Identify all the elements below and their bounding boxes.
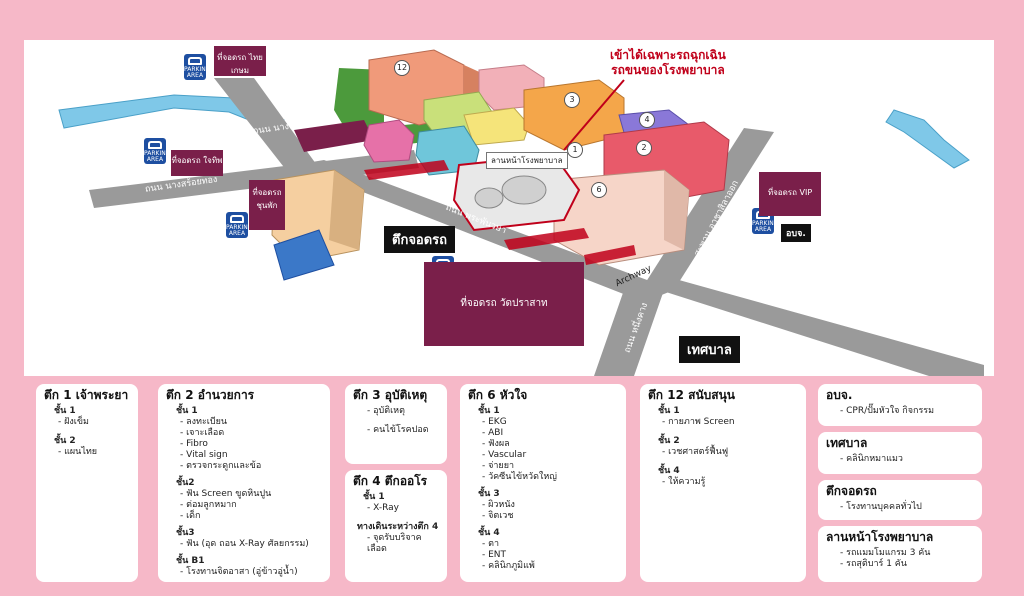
card-parking-building: ตึกจอดรถ - โรงทานบุคคลทั่วไป (818, 480, 982, 520)
parking-lot-thai: ที่จอดรถ ไทยเกษม (214, 46, 266, 76)
card-building-4: ตึก 4 ตึกออโร ชั้น 1 - X-Ray ทางเดินระหว… (345, 470, 447, 582)
card-building-2: ตึก 2 อำนวยการ ชั้น 1 - ลงทะเบียน - เจาะ… (158, 384, 330, 582)
building-magenta (363, 119, 415, 163)
yard-dome-1 (501, 175, 547, 205)
card-building-3: ตึก 3 อุบัติเหตุ - อุบัติเหตุ - คนไข้โรค… (345, 384, 447, 464)
building-number-12: 12 (394, 60, 410, 76)
red-lane-3 (584, 245, 636, 265)
road-nang-sroi (89, 150, 419, 208)
parking-icon-2: PARKING AREA (144, 138, 170, 164)
road-nueng (594, 290, 664, 376)
map-drawing (58, 49, 984, 376)
building-yellow (463, 107, 530, 146)
parking-lot-jupha: ที่จอดรถ ชุนพัก (249, 180, 285, 230)
yard-dome-2 (474, 187, 504, 209)
card-building-12: ตึก 12 สนับสนุน ชั้น 1 - กายภาพ Screen ช… (640, 384, 806, 582)
building-number-4: 4 (639, 112, 655, 128)
emergency-note: เข้าได้เฉพาะรถฉุกเฉิน รถขนของโรงพยาบาล (610, 48, 726, 77)
hospital-yard-tag: ลานหน้าโรงพยาบาล (486, 152, 568, 169)
building-number-6: 6 (591, 182, 607, 198)
card-building-6: ตึก 6 หัวใจ ชั้น 1 - EKG - ABI - ฟังผล -… (460, 384, 626, 582)
label-municipality: เทศบาล (679, 336, 740, 363)
parking-icon-3: PARKING AREA (226, 212, 252, 238)
card-building-1: ตึก 1 เจ้าพระยา ชั้น 1 - ฝังเข็ม ชั้น 2 … (36, 384, 138, 582)
parking-lot-wat: ที่จอดรถ วัดปราสาท (424, 262, 584, 346)
river-right (885, 109, 970, 169)
emergency-arrow (563, 79, 625, 151)
parking-lot-vip: ที่จอดรถ VIP (759, 172, 821, 216)
parking-lot-office: ที่จอดรถ ใจทิพ (171, 150, 223, 176)
building-parking-side (329, 170, 364, 250)
parking-icon-1: PARKING AREA (184, 54, 210, 80)
card-hospital-yard: ลานหน้าโรงพยาบาล - รถแมมโมแกรม 3 คัน - ร… (818, 526, 982, 582)
card-title: ตึก 1 เจ้าพระยา (44, 388, 129, 402)
label-parking-building: ตึกจอดรถ (384, 226, 456, 253)
building-blue-roof (273, 229, 335, 281)
building-number-1: 1 (567, 142, 583, 158)
card-municipality: เทศบาล - คลินิกหมาแมว (818, 432, 982, 474)
card-obj: อบจ. - CPR/ปั๊มหัวใจ กิจกรรม (818, 384, 982, 426)
building-number-2: 2 (636, 140, 652, 156)
building-number-3: 3 (564, 92, 580, 108)
road-nang-kaeo (214, 78, 324, 180)
campus-map: ถนน นางแก้นแก้ว ถนน นางสร้อยทอง ถนน พระพ… (24, 40, 994, 376)
red-lane-1 (364, 160, 449, 180)
road-phra-phan-right (644, 280, 984, 376)
red-lane-2 (504, 228, 589, 250)
building-6-side (664, 170, 689, 250)
label-obj: อบจ. (781, 224, 811, 242)
maroon-strip (294, 120, 374, 152)
